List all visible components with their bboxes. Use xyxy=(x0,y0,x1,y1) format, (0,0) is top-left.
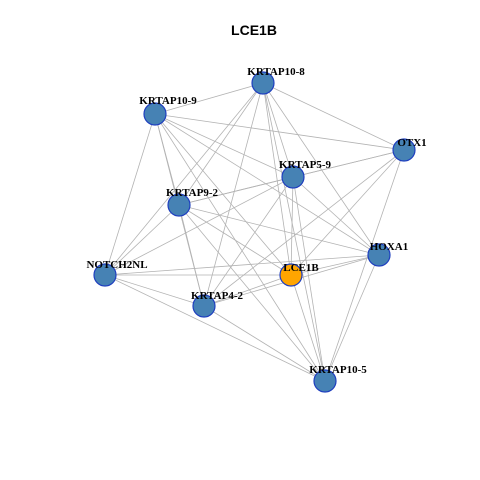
edge-krtap5-9-notch2nl xyxy=(104,176,294,276)
edge-krtap10-9-krtap5-9 xyxy=(154,113,294,178)
node-otx1[interactable] xyxy=(392,138,416,162)
edge-hoxa1-krtap10-5 xyxy=(324,254,380,382)
node-krtap5-9[interactable] xyxy=(281,165,305,189)
edge-hoxa1-notch2nl xyxy=(104,254,380,276)
node-label-otx1: OTX1 xyxy=(397,137,426,149)
node-label-krtap10-5: KRTAP10-5 xyxy=(309,364,367,376)
edge-krtap10-9-otx1 xyxy=(154,113,405,151)
node-layer xyxy=(93,71,416,393)
edge-otx1-krtap4-2 xyxy=(203,149,405,307)
node-label-krtap9-2: KRTAP9-2 xyxy=(166,187,218,199)
edge-krtap10-8-krtap10-9 xyxy=(154,82,264,115)
edge-layer xyxy=(104,82,405,382)
label-layer: KRTAP10-8KRTAP10-9OTX1KRTAP5-9KRTAP9-2HO… xyxy=(86,66,426,376)
edge-otx1-krtap10-5 xyxy=(324,149,405,382)
node-krtap4-2[interactable] xyxy=(192,294,216,318)
edge-krtap5-9-lce1b xyxy=(290,176,294,276)
node-krtap10-9[interactable] xyxy=(143,102,167,126)
node-krtap9-2[interactable] xyxy=(167,193,191,217)
node-label-krtap5-9: KRTAP5-9 xyxy=(279,159,331,171)
edge-lce1b-krtap4-2 xyxy=(203,274,292,307)
edge-notch2nl-krtap10-5 xyxy=(104,274,326,382)
edge-krtap9-2-notch2nl xyxy=(104,204,180,276)
edge-krtap5-9-krtap10-5 xyxy=(292,176,326,382)
edge-otx1-lce1b xyxy=(290,149,405,276)
node-label-hoxa1: HOXA1 xyxy=(370,241,409,253)
edge-krtap5-9-krtap4-2 xyxy=(203,176,294,307)
edge-krtap5-9-krtap9-2 xyxy=(178,176,294,206)
edge-krtap10-8-lce1b xyxy=(262,82,292,276)
edge-krtap10-8-krtap4-2 xyxy=(203,82,264,307)
edge-krtap10-9-hoxa1 xyxy=(154,113,380,256)
node-label-krtap10-9: KRTAP10-9 xyxy=(139,95,197,107)
node-lce1b[interactable] xyxy=(279,263,303,287)
edge-krtap10-8-krtap10-5 xyxy=(262,82,326,382)
edge-krtap10-8-otx1 xyxy=(262,82,405,151)
node-krtap10-5[interactable] xyxy=(313,369,337,393)
edge-krtap10-9-notch2nl xyxy=(104,113,156,276)
node-label-krtap4-2: KRTAP4-2 xyxy=(191,290,243,302)
node-label-lce1b: LCE1B xyxy=(283,262,319,274)
diagram-title: LCE1B xyxy=(231,22,277,38)
edge-krtap10-8-krtap5-9 xyxy=(262,82,294,178)
edge-krtap9-2-hoxa1 xyxy=(178,204,380,256)
edge-notch2nl-krtap4-2 xyxy=(104,274,205,307)
edge-krtap9-2-lce1b xyxy=(178,204,292,276)
edge-krtap10-8-notch2nl xyxy=(104,82,264,276)
edge-hoxa1-lce1b xyxy=(290,254,380,276)
node-krtap10-8[interactable] xyxy=(251,71,275,95)
node-label-notch2nl: NOTCH2NL xyxy=(86,259,147,271)
node-label-krtap10-8: KRTAP10-8 xyxy=(247,66,305,78)
edge-krtap5-9-hoxa1 xyxy=(292,176,380,256)
edge-krtap10-8-hoxa1 xyxy=(262,82,380,256)
edge-krtap4-2-krtap10-5 xyxy=(203,305,326,382)
node-notch2nl[interactable] xyxy=(93,263,117,287)
edge-lce1b-krtap10-5 xyxy=(290,274,326,382)
edge-krtap10-9-krtap10-5 xyxy=(154,113,326,382)
node-hoxa1[interactable] xyxy=(367,243,391,267)
edge-krtap9-2-krtap10-5 xyxy=(178,204,326,382)
edge-krtap9-2-krtap4-2 xyxy=(178,204,205,307)
